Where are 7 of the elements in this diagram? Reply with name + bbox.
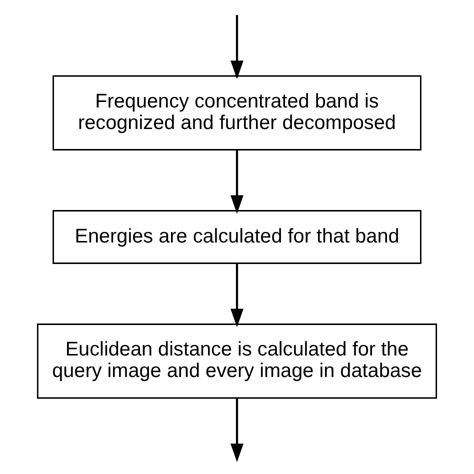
node-box: Frequency concentrated band is recognized and further decomposed xyxy=(52,75,422,150)
arrow xyxy=(230,264,244,328)
node-box: Energies are calculated for that band xyxy=(52,210,422,264)
node-box: Euclidean distance is calculated for the query image and every image in database xyxy=(36,324,438,399)
arrow xyxy=(230,15,244,80)
arrow xyxy=(230,150,244,214)
arrow xyxy=(230,398,244,462)
